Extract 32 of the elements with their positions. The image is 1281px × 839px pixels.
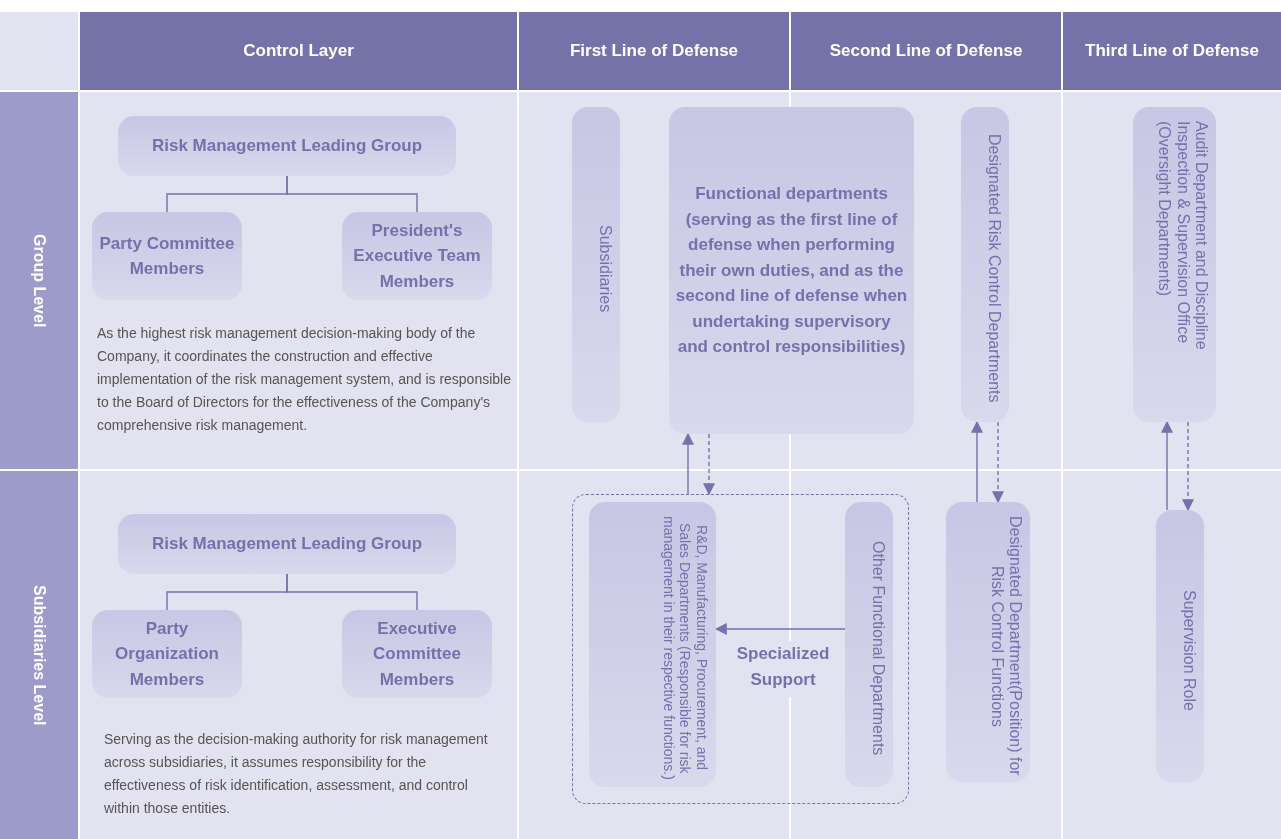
connector-line xyxy=(286,175,418,213)
description-text: As the highest risk management decision-making body of the Company, it coordinates the construction and effective implementation of the risk management system, and is responsible to the Board of Directors for the effectiveness of the Company's comprehensive risk management. xyxy=(97,324,512,436)
department-box: Functional departments (serving as the first line of defense when performing their own duties, and as the second line of defense when undertaking supervisory and control responsibilities) xyxy=(669,107,914,434)
row-header: Subsidiaries Level xyxy=(0,471,78,839)
department-box: Other Functional Departments xyxy=(844,501,893,787)
arrow xyxy=(682,432,694,495)
row-header: Group Level xyxy=(0,92,78,469)
group-box: Risk Management Leading Group xyxy=(118,116,456,176)
department-box: Designated Risk Control Departments xyxy=(961,107,1009,422)
member-box: Party Committee Members xyxy=(92,212,242,300)
department-box: R&D, Manufacturing, Procurement, and Sales Departments (Responsible for risk management in their respective functions.) xyxy=(588,501,716,787)
department-box: Subsidiaries xyxy=(572,107,620,422)
department-box: Designated Department(Position) for Risk Control Functions xyxy=(946,502,1030,782)
column-header: First Line of Defense xyxy=(519,12,789,90)
column-header: Third Line of Defense xyxy=(1063,12,1281,90)
department-box: Audit Department and Discipline Inspection & Supervision Office (Oversight Departments) xyxy=(1133,107,1216,422)
member-box: Executive Committee Members xyxy=(342,610,492,698)
description-text: Serving as the decision-making authority for risk management across subsidiaries, it assumes responsibility for the effectiveness of risk identification, assessment, and control within those entities. xyxy=(104,730,489,819)
arrow xyxy=(971,420,983,503)
arrow xyxy=(1161,420,1173,511)
arrow xyxy=(714,623,846,635)
arrow xyxy=(992,421,1004,504)
dashed-group-frame xyxy=(572,494,909,804)
column-header: Second Line of Defense xyxy=(791,12,1061,90)
group-box: Risk Management Leading Group xyxy=(118,514,456,574)
arrow xyxy=(703,433,715,496)
role-box: Supervision Role xyxy=(1156,510,1204,782)
member-box: President's Executive Team Members xyxy=(342,212,492,300)
arrow xyxy=(1182,421,1194,512)
connector-line xyxy=(286,573,418,611)
member-box: Party Organization Members xyxy=(92,610,242,698)
column-header: Control Layer xyxy=(80,12,517,90)
